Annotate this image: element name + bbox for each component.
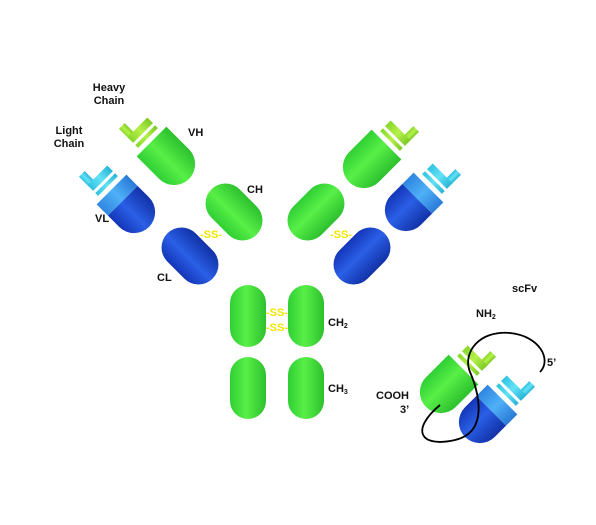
left-heavy-chain — [118, 117, 196, 186]
disulfide-bond-right-arm: -SS- — [330, 229, 352, 241]
nh2-label: NH2 — [476, 308, 496, 321]
right-cl-domain — [333, 227, 391, 285]
right-vh-domain — [342, 120, 420, 189]
heavy-chain-label-line1: Heavy — [93, 82, 126, 94]
scfv-linker — [421, 331, 546, 443]
vl-label: VL — [95, 213, 109, 225]
five-prime-label: 5’ — [547, 357, 556, 369]
light-chain-label-line1: Light — [56, 125, 83, 137]
nh2-label-base: NH — [476, 308, 492, 320]
right-light-chain — [384, 163, 462, 232]
ch2-label-subscript: 2 — [344, 323, 348, 330]
cl-label: CL — [157, 272, 172, 284]
right-heavy-chain — [342, 120, 420, 189]
scfv-label: scFv — [512, 283, 538, 295]
light-chain-label-line2: Chain — [54, 138, 85, 150]
ch2-label: CH2 — [328, 317, 348, 330]
left-cl-domain — [161, 227, 219, 285]
right-ch-domain — [287, 183, 345, 241]
disulfide-bond-hinge-bottom: -SS- — [266, 322, 288, 334]
left-vh-domain — [118, 117, 196, 186]
left-ch3-domain — [230, 357, 266, 419]
ch3-label-subscript: 3 — [344, 389, 348, 396]
disulfide-bond-hinge-top: -SS- — [266, 307, 288, 319]
disulfide-bond-left-arm: -SS- — [200, 229, 222, 241]
heavy-chain-label-line2: Chain — [94, 95, 125, 107]
vh-label: VH — [188, 127, 203, 139]
ch3-label: CH3 — [328, 383, 348, 396]
left-vl-domain — [78, 165, 156, 234]
ch3-label-base: CH — [328, 383, 344, 395]
three-prime-label: 3’ — [400, 404, 409, 416]
left-ch2-domain — [230, 285, 266, 347]
right-ch2-domain — [288, 285, 324, 347]
left-ch-domain — [205, 183, 263, 241]
right-ch3-domain — [288, 357, 324, 419]
ch-label: CH — [247, 184, 263, 196]
nh2-label-subscript: 2 — [492, 314, 496, 321]
scfv-vh-domain — [419, 345, 497, 414]
ch2-label-base: CH — [328, 317, 344, 329]
right-vl-domain — [384, 163, 462, 232]
cooh-label: COOH — [376, 390, 409, 402]
left-light-chain — [78, 165, 156, 234]
